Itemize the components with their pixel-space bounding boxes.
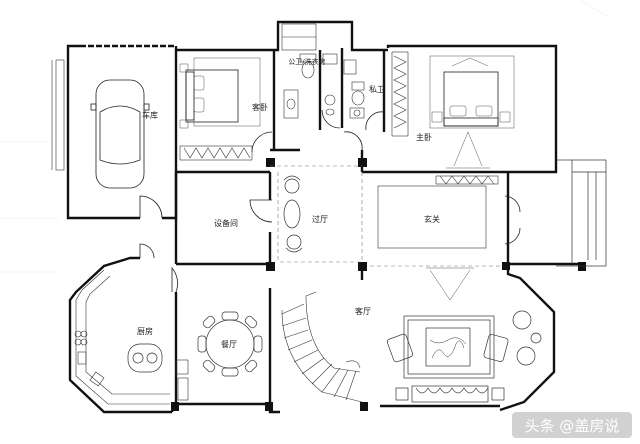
doors: [139, 109, 521, 293]
tv-cone-icon: [446, 131, 490, 169]
sofa-set-icon: [386, 315, 509, 403]
guest-bed-icon: [179, 57, 261, 129]
label-private-bath: 私卫: [369, 85, 385, 94]
label-bathroom-laundry: 公卫/洗衣房: [288, 57, 325, 66]
bathroom-fixtures: [281, 23, 365, 119]
kitchen-island-icon: [127, 343, 163, 373]
label-master-bedroom: 主卧: [416, 132, 432, 142]
master-bed-icon: [429, 55, 515, 129]
kitchen-counters: [74, 269, 189, 405]
spiral-stair-icon: [281, 291, 363, 403]
label-dining: 餐厅: [221, 340, 237, 349]
label-equipment-room: 设备间: [214, 218, 238, 228]
label-guest-bedroom: 客卧: [252, 102, 268, 112]
dining-table-icon: [197, 311, 263, 377]
entrance-steps: [556, 159, 607, 267]
left-utility: [51, 59, 65, 171]
master-wardrobe-icon: [391, 51, 409, 137]
watermark: 头条 @盖房说: [512, 412, 632, 438]
label-garage: 车库: [142, 110, 158, 120]
open-boundaries: [270, 165, 500, 267]
bay-chairs-icon: [512, 310, 542, 366]
room-labels: 车库 客卧 公卫/洗衣房 私卫 主卧 设备间 过厅 玄关 厨房 餐厅 客厅: [137, 57, 440, 349]
label-living-room: 客厅: [355, 306, 371, 316]
foyer-fixtures: [377, 175, 499, 249]
structural-columns: [171, 158, 586, 411]
label-hall: 过厅: [312, 214, 328, 224]
interior-walls: [174, 48, 508, 404]
background-lines: [0, 0, 611, 273]
living-tv-cone-icon: [426, 267, 474, 301]
label-foyer: 玄关: [424, 214, 440, 224]
watermark-text: 头条 @盖房说: [525, 417, 620, 435]
guest-wardrobe-icon: [179, 145, 253, 161]
label-kitchen: 厨房: [137, 326, 153, 336]
car-icon: [90, 79, 150, 189]
hall-chairs-icon: [283, 175, 303, 253]
